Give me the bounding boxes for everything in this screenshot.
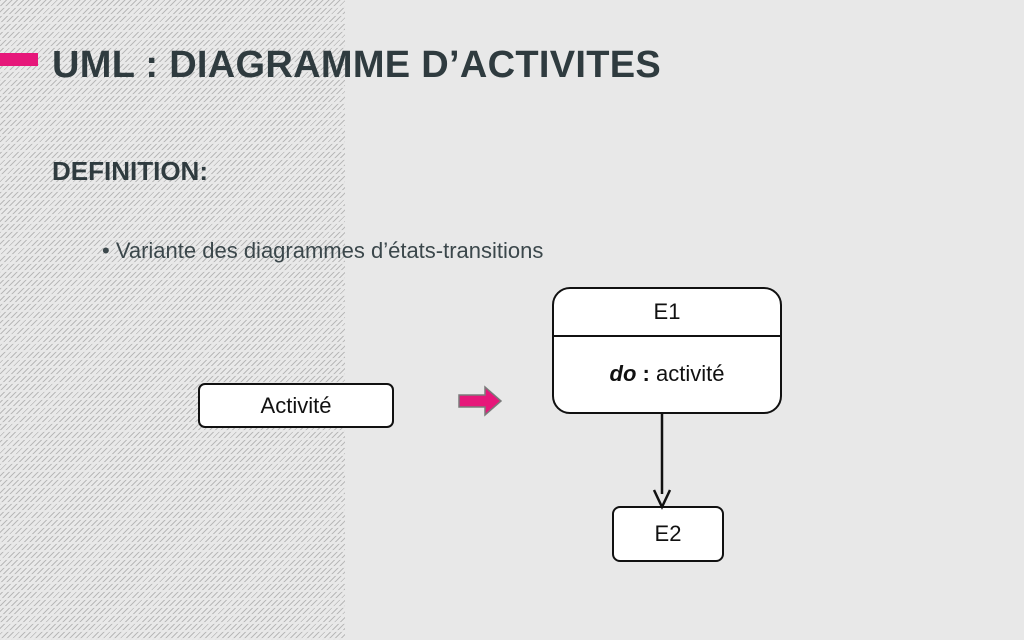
do-activity: activité — [655, 361, 725, 386]
activity-box: Activité — [198, 383, 394, 428]
state-e2: E2 — [612, 506, 724, 562]
hatched-side-panel — [0, 0, 345, 640]
state-e1-activity-compartment: do : activité — [554, 337, 780, 411]
state-e2-name: E2 — [654, 521, 682, 546]
do-keyword: do — [609, 361, 637, 386]
do-separator: : — [636, 361, 656, 386]
state-e1: E1 do : activité — [552, 287, 782, 414]
bullet-point: • Variante des diagrammes d’états-transi… — [102, 238, 544, 263]
title-accent-bar — [0, 53, 38, 66]
right-arrow-icon — [458, 385, 503, 417]
state-e1-name-compartment: E1 — [554, 289, 780, 337]
activity-box-label: Activité — [260, 392, 332, 418]
section-subtitle: DEFINITION: — [52, 156, 208, 186]
slide-title: UML : DIAGRAMME D’ACTIVITES — [52, 44, 662, 86]
state-e1-name: E1 — [653, 299, 681, 324]
transition-arrowhead-icon — [652, 489, 672, 510]
